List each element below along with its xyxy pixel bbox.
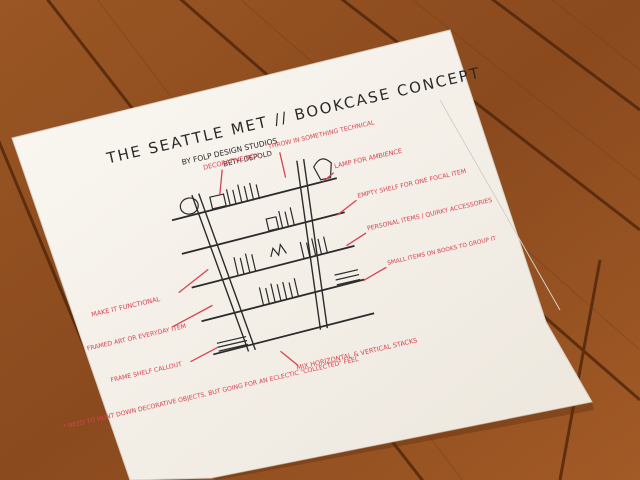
- paper-shadow: [212, 402, 594, 480]
- bookcase-drawing: [171, 158, 375, 356]
- paper-sheet: [11, 29, 593, 480]
- paper-fold-shadow: [439, 99, 561, 311]
